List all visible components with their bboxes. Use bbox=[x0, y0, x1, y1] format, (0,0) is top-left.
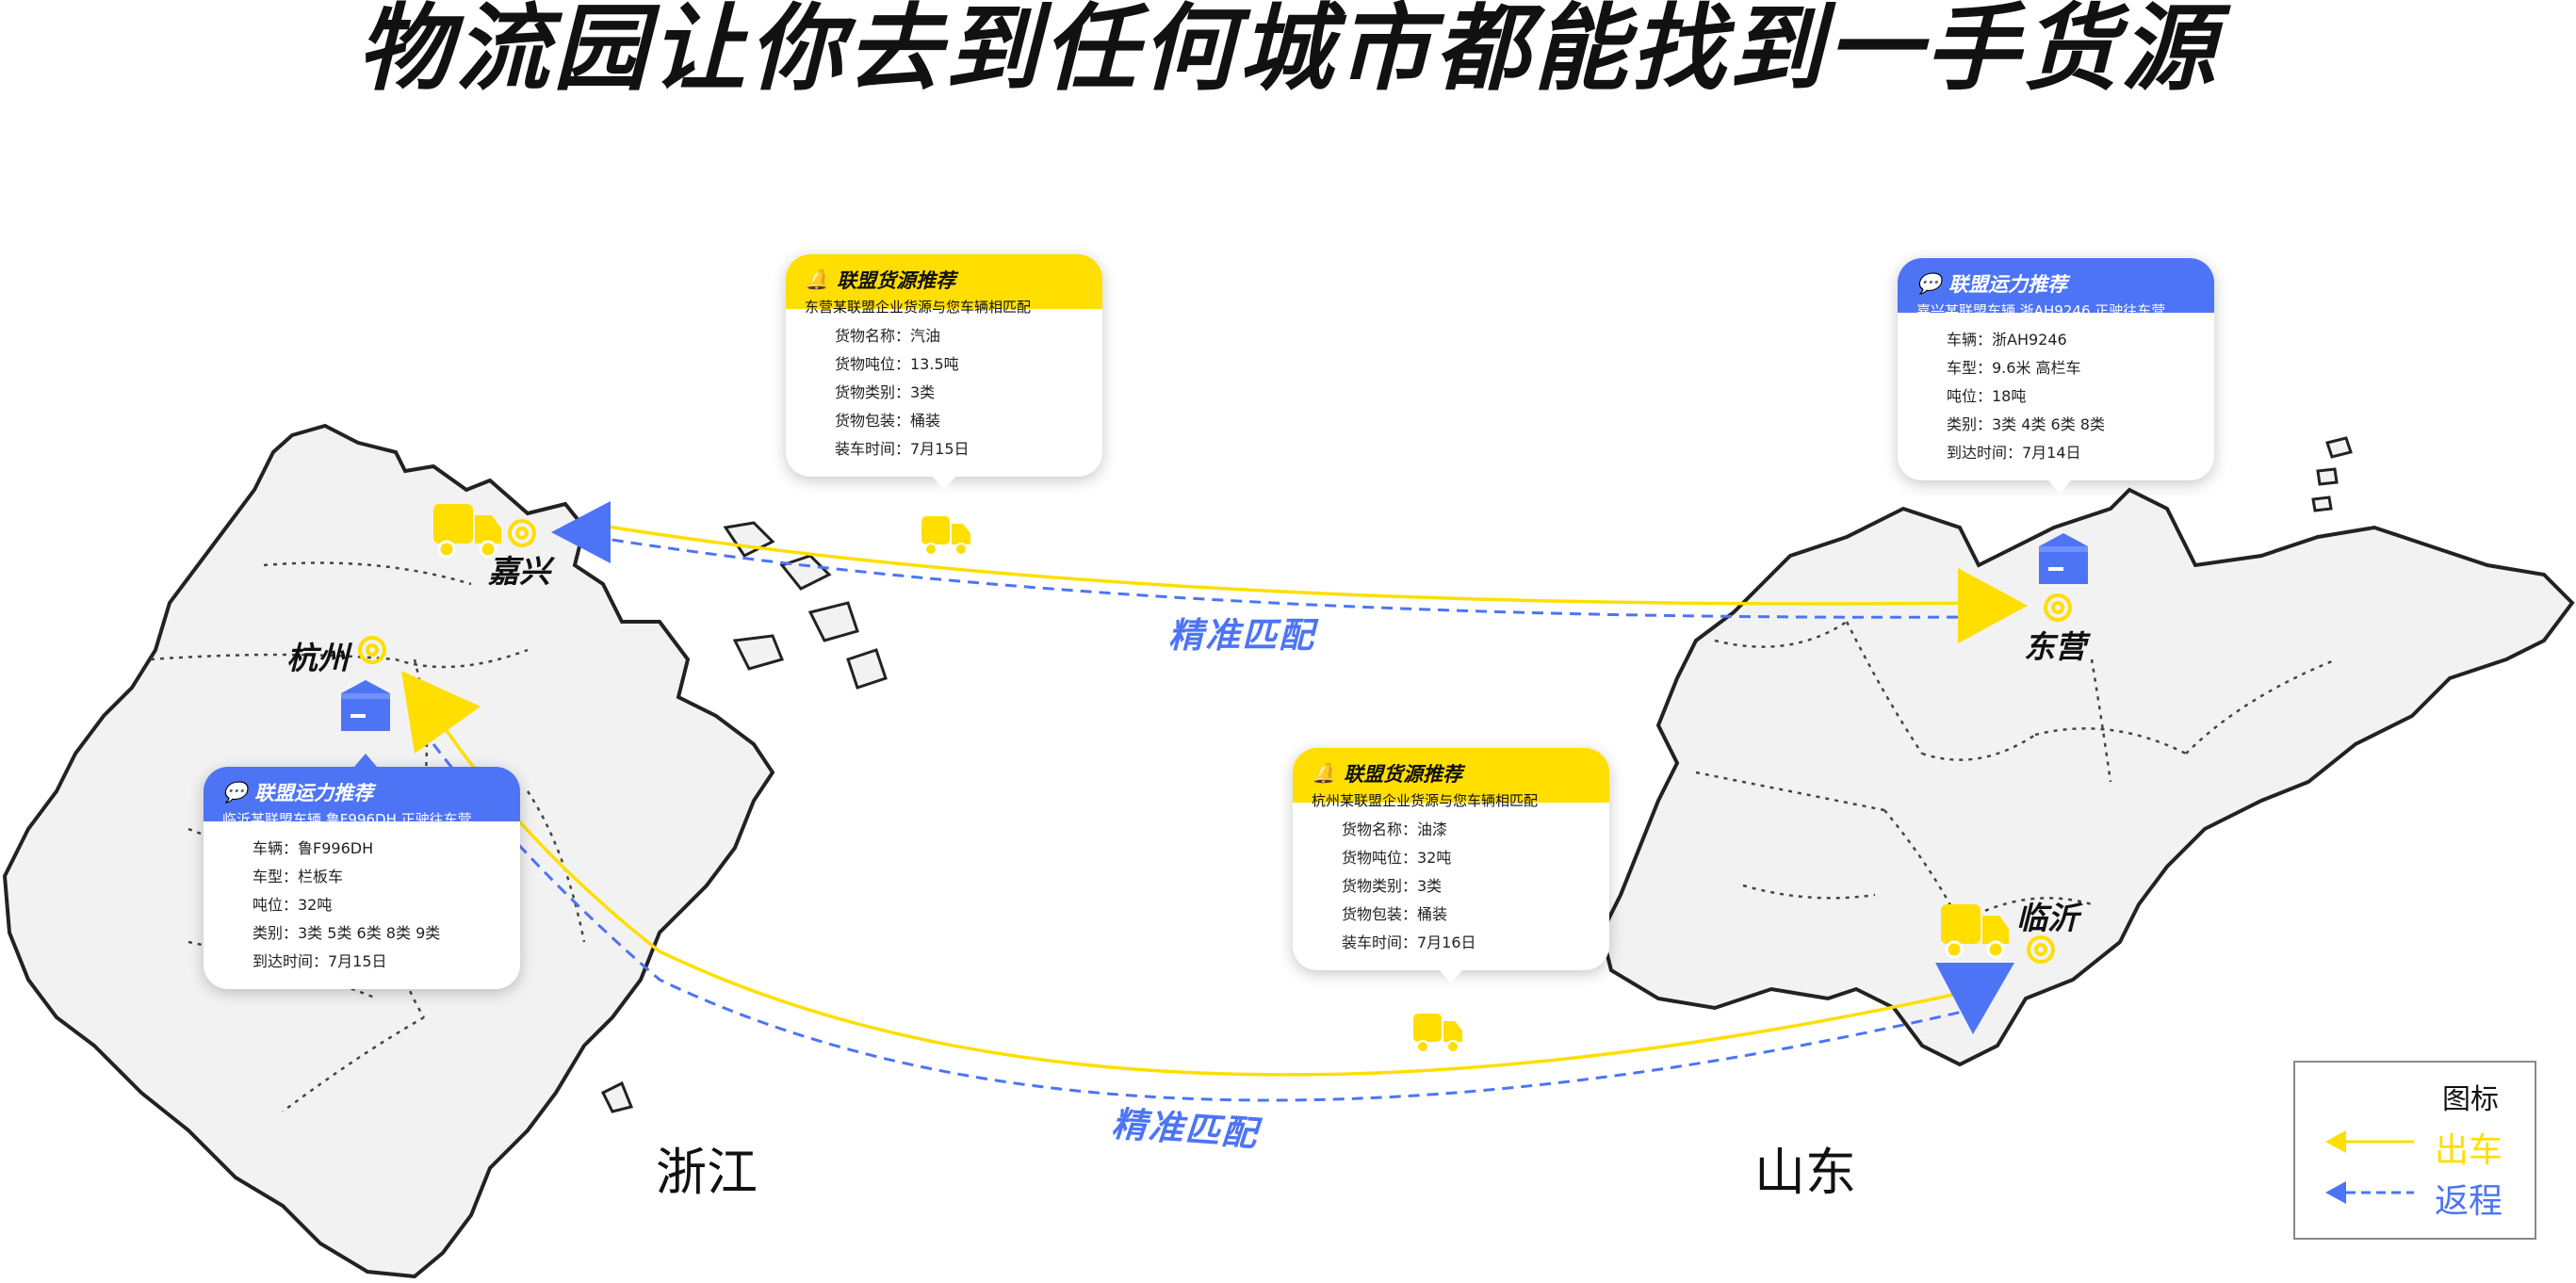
legend-row-outbound: 出车 bbox=[2323, 1123, 2531, 1170]
card-header: 🔔 联盟货源推荐 杭州某联盟企业货源与您车辆相匹配 bbox=[1293, 748, 1609, 809]
card-line: 吨位：32吨 bbox=[253, 896, 333, 914]
card-heading: 联盟货源推荐 bbox=[837, 269, 956, 292]
card-line: 货物吨位：13.5吨 bbox=[835, 355, 959, 373]
card-line: 装车时间：7月15日 bbox=[835, 440, 970, 458]
card-body: 货物名称：油漆 货物吨位：32吨 货物类别：3类 货物包装：桶装 装车时间：7月… bbox=[1293, 803, 1609, 970]
truck-icon bbox=[921, 516, 970, 556]
card-heading: 联盟货源推荐 bbox=[1344, 763, 1463, 786]
chat-icon: 💬 bbox=[1916, 271, 1942, 295]
card-line: 车辆：浙AH9246 bbox=[1947, 331, 2067, 349]
card-subheading: 杭州某联盟企业货源与您车辆相匹配 bbox=[1312, 792, 1539, 809]
shandong-city-borders bbox=[1695, 620, 2338, 925]
card-line: 车型：栏板车 bbox=[253, 868, 344, 885]
truck-icon bbox=[433, 504, 501, 559]
city-label-linyi: 临沂 bbox=[2016, 900, 2079, 936]
blue-arrow-jiaxing bbox=[551, 501, 611, 563]
legend-outbound-label: 出车 bbox=[2434, 1131, 2503, 1170]
city-label-dongying: 东营 bbox=[2024, 628, 2086, 665]
legend: 图标 出车 返程 bbox=[2293, 1061, 2536, 1240]
goods-recommend-card-bottom[interactable]: 🔔 联盟货源推荐 杭州某联盟企业货源与您车辆相匹配 货物名称：油漆 货物吨位：32… bbox=[1293, 748, 1609, 983]
card-line: 货物名称：汽油 bbox=[835, 327, 941, 345]
card-line: 车型：9.6米 高栏车 bbox=[1947, 359, 2081, 377]
card-body: 车辆：鲁F996DH 车型：栏板车 吨位：32吨 类别：3类 5类 6类 8类 … bbox=[204, 821, 520, 989]
match-label-top: 精准匹配 bbox=[1168, 615, 1315, 656]
bell-icon: 🔔 bbox=[805, 268, 830, 291]
card-line: 货物包装：桶装 bbox=[835, 412, 941, 430]
card-line: 装车时间：7月16日 bbox=[1342, 934, 1476, 951]
card-line: 到达时间：7月15日 bbox=[253, 952, 387, 970]
legend-title: 图标 bbox=[2442, 1083, 2499, 1116]
outbound-route-top bbox=[583, 521, 1980, 606]
card-subheading: 嘉兴某联盟车辆 浙AH9246 正驶往东营 bbox=[1916, 302, 2166, 319]
page-title: 物流园让你去到任何城市都能找到一手货源 bbox=[357, 0, 2219, 104]
legend-row-return: 返程 bbox=[2323, 1174, 2531, 1221]
package-icon bbox=[341, 680, 390, 731]
blue-arrow-linyi bbox=[1935, 963, 2014, 1034]
card-body: 货物名称：汽油 货物吨位：13.5吨 货物类别：3类 货物包装：桶装 装车时间：… bbox=[786, 309, 1102, 477]
yellow-arrow-dongying bbox=[1958, 568, 2028, 643]
card-heading: 联盟运力推荐 bbox=[1948, 273, 2068, 296]
province-label-shandong: 山东 bbox=[1754, 1143, 1856, 1202]
outbound-route-bottom bbox=[441, 724, 1980, 1077]
city-label-jiaxing: 嘉兴 bbox=[488, 553, 550, 590]
chat-icon: 💬 bbox=[222, 780, 248, 804]
card-body: 车辆：浙AH9246 车型：9.6米 高栏车 吨位：18吨 类别：3类 4类 6… bbox=[1898, 313, 2214, 480]
card-line: 吨位：18吨 bbox=[1947, 387, 2027, 405]
card-line: 类别：3类 4类 6类 8类 bbox=[1947, 415, 2105, 433]
return-line-icon bbox=[2325, 1181, 2414, 1204]
card-line: 货物名称：油漆 bbox=[1342, 820, 1448, 838]
capacity-recommend-card-left[interactable]: 💬 联盟运力推荐 临沂某联盟车辆 鲁F996DH 正驶往东营 车辆：鲁F996DH… bbox=[204, 754, 520, 989]
return-route-bottom bbox=[432, 743, 1980, 1102]
card-line: 货物吨位：32吨 bbox=[1342, 849, 1452, 867]
card-line: 车辆：鲁F996DH bbox=[253, 839, 374, 857]
card-header: 💬 联盟运力推荐 嘉兴某联盟车辆 浙AH9246 正驶往东营 bbox=[1898, 258, 2214, 319]
province-label-zhejiang: 浙江 bbox=[656, 1143, 758, 1202]
card-line: 货物类别：3类 bbox=[835, 383, 936, 401]
shandong-province-shape bbox=[1599, 487, 2575, 1067]
capacity-recommend-card-right[interactable]: 💬 联盟运力推荐 嘉兴某联盟车辆 浙AH9246 正驶往东营 车辆：浙AH9246… bbox=[1898, 258, 2214, 494]
card-line: 货物包装：桶装 bbox=[1342, 905, 1448, 923]
city-rings bbox=[358, 519, 2072, 964]
goods-recommend-card-top[interactable]: 🔔 联盟货源推荐 东营某联盟企业货源与您车辆相匹配 货物名称：汽油 货物吨位：13… bbox=[786, 254, 1102, 490]
legend-return-label: 返程 bbox=[2434, 1182, 2503, 1221]
shandong-islands bbox=[2311, 436, 2353, 512]
card-subheading: 东营某联盟企业货源与您车辆相匹配 bbox=[805, 299, 1032, 316]
package-icon bbox=[2039, 533, 2088, 584]
city-label-hangzhou: 杭州 bbox=[286, 640, 349, 676]
card-line: 类别：3类 5类 6类 8类 9类 bbox=[253, 924, 441, 942]
card-subheading: 临沂某联盟车辆 鲁F996DH 正驶往东营 bbox=[222, 811, 472, 828]
card-heading: 联盟运力推荐 bbox=[254, 782, 374, 804]
bell-icon: 🔔 bbox=[1312, 761, 1337, 785]
card-header: 🔔 联盟货源推荐 东营某联盟企业货源与您车辆相匹配 bbox=[786, 254, 1102, 316]
card-line: 到达时间：7月14日 bbox=[1947, 444, 2081, 462]
card-header: 💬 联盟运力推荐 临沂某联盟车辆 鲁F996DH 正驶往东营 bbox=[204, 767, 520, 828]
truck-icon bbox=[1413, 1014, 1462, 1053]
yellow-arrow-hangzhou bbox=[401, 671, 481, 754]
truck-icon bbox=[1941, 904, 2009, 959]
outbound-line-icon bbox=[2325, 1130, 2414, 1153]
card-line: 货物类别：3类 bbox=[1342, 877, 1443, 895]
match-label-bottom: 精准匹配 bbox=[1110, 1103, 1261, 1155]
